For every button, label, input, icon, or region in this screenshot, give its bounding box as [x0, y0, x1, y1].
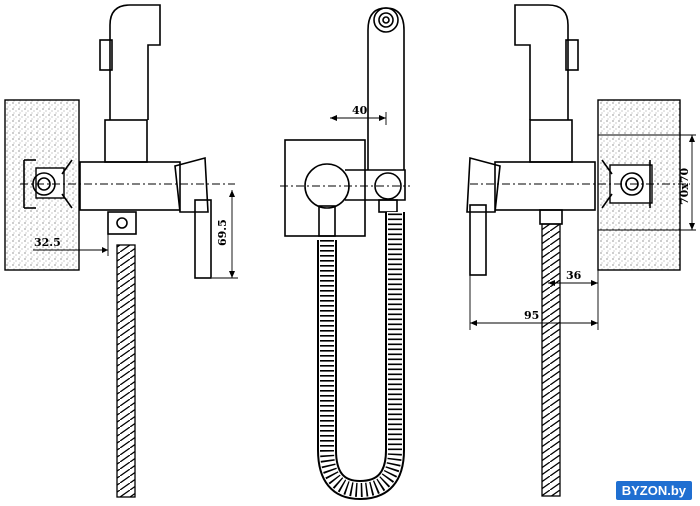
dimension-32-5: 32.5: [34, 236, 61, 249]
dimension-40: 40: [352, 104, 368, 117]
dimension-69-5: 69.5: [216, 219, 229, 246]
left-side-view: 32.5 69.5: [4, 4, 238, 498]
watermark-logo: BYZON.by: [615, 481, 692, 500]
dimension-70x70: 70x70: [678, 167, 691, 205]
right-side-view: 70x70 36 95: [466, 4, 696, 497]
front-view: 40: [280, 7, 410, 501]
dimension-36: 36: [566, 269, 582, 282]
dimension-95: 95: [524, 309, 539, 322]
